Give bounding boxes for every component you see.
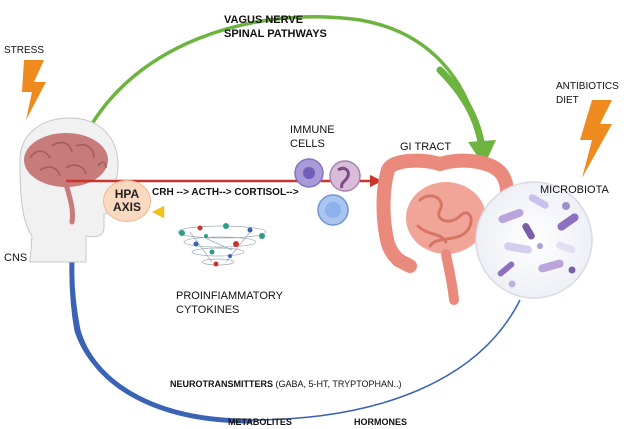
antibiotics-label: ANTIBIOTICS	[556, 81, 619, 92]
neurotransmitter-arrow	[69, 231, 521, 421]
cytokines-label-line2: CYTOKINES	[176, 304, 240, 316]
microbiota-label: MICROBIOTA	[540, 184, 609, 196]
crh-acth-cortisol-label: CRH --> ACTH--> CORTISOL-->	[152, 187, 299, 198]
neurotransmitters-detail: (GABA, 5-HT, TRYPTOPHAN..)	[273, 379, 402, 389]
neurotransmitters-title: NEUROTRANSMITTERS	[170, 379, 273, 389]
cytokines-label-line1: PROINFIAMMATORY	[176, 290, 283, 302]
cns-label: CNS	[4, 252, 28, 264]
neurotransmitters-label: NEUROTRANSMITTERS (GABA, 5-HT, TRYPTOPHA…	[170, 378, 402, 391]
vagus-nerve-label: VAGUS NERVE	[224, 14, 304, 26]
hpa-axis-node: HPA AXIS	[103, 180, 151, 222]
cytokine-network-icon	[177, 225, 267, 266]
hormones-label: HORMONES	[354, 417, 408, 427]
gi-tract-label: GI TRACT	[400, 141, 452, 153]
microbiota-icon	[475, 181, 593, 299]
vagus-arrow	[73, 14, 484, 160]
metabolites-label: METABOLITES	[228, 417, 292, 427]
hpa-label-line2: AXIS	[112, 200, 141, 214]
diet-label: DIET	[556, 95, 579, 106]
vagus-arrow-head	[468, 140, 496, 166]
antibiotics-lightning-bolt-icon	[580, 100, 612, 178]
brain-icon	[24, 133, 108, 225]
stress-label: STRESS	[4, 45, 45, 56]
hpa-label-line1: HPA	[114, 187, 140, 201]
stress-lightning-bolt-icon	[22, 60, 46, 120]
immune-cell-icon	[294, 158, 361, 226]
cytokine-dots	[179, 223, 265, 267]
immune-label-line1: IMMUNE	[290, 124, 335, 136]
spinal-pathways-label: SPINAL PATHWAYS	[224, 28, 327, 40]
immune-label-line2: CELLS	[290, 138, 325, 150]
